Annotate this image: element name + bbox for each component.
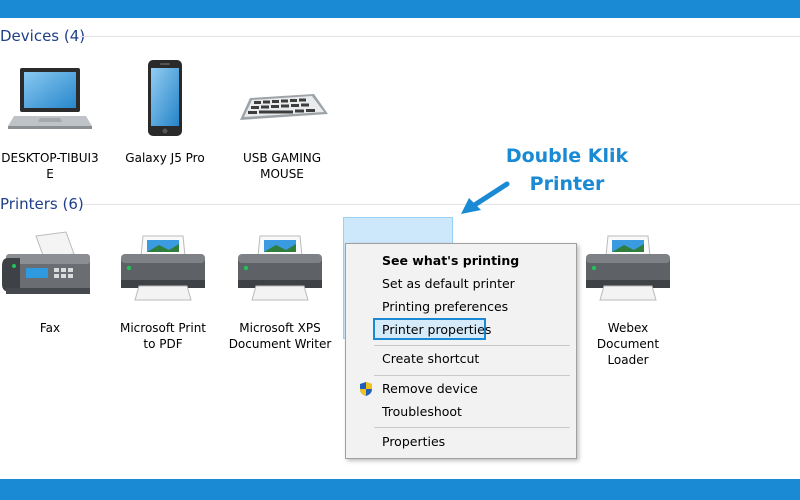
devices-section-header[interactable]: Devices (4) <box>0 22 800 52</box>
printer-label-webex: Webex Document Loader <box>573 320 683 368</box>
printers-header-title: Printers (6) <box>0 195 84 213</box>
callout-arrow-icon <box>461 181 510 214</box>
menu-item-printing-preferences-label: Printing preferences <box>382 299 509 314</box>
printer-icon <box>230 228 330 308</box>
devices-header-rule <box>80 36 800 37</box>
printer-label-ms-print-pdf: Microsoft Print to PDF <box>108 320 218 352</box>
menu-item-create-shortcut-label: Create shortcut <box>382 351 480 366</box>
menu-item-set-default[interactable]: Set as default printer <box>346 273 576 295</box>
printer-label-webex-text: Webex Document Loader <box>596 321 660 367</box>
printers-header-rule <box>83 204 800 205</box>
bottom-accent-band <box>0 479 800 500</box>
callout-line1: Double Klik <box>505 145 629 167</box>
menu-item-remove-device[interactable]: Remove device <box>346 378 576 400</box>
menu-item-create-shortcut[interactable]: Create shortcut <box>346 348 576 370</box>
keyboard-icon <box>232 60 332 140</box>
device-label-desktop: DESKTOP-TIBUI3 E <box>0 150 105 182</box>
menu-item-see-whats-printing-label: See what's printing <box>382 253 520 268</box>
menu-item-printing-preferences[interactable]: Printing preferences <box>346 296 576 318</box>
top-accent-band <box>0 0 800 18</box>
printer-label-fax: Fax <box>0 320 105 336</box>
callout-line2: Printer <box>529 173 605 195</box>
menu-separator <box>374 345 570 346</box>
device-label-usb-mouse-text: USB GAMING MOUSE <box>242 151 322 181</box>
device-label-galaxy: Galaxy J5 Pro <box>110 150 220 166</box>
callout-annotation: Double Klik Printer <box>502 142 632 198</box>
printer-icon <box>578 228 678 308</box>
menu-item-properties[interactable]: Properties <box>346 431 576 453</box>
menu-item-highlight-box <box>373 318 486 340</box>
printer-label-ms-print-pdf-text: Microsoft Print to PDF <box>119 321 207 351</box>
menu-item-see-whats-printing[interactable]: See what's printing <box>346 250 576 272</box>
printer-icon <box>113 228 213 308</box>
menu-item-printer-properties-label: Printer properties <box>382 322 492 337</box>
uac-shield-icon <box>360 382 372 396</box>
menu-item-troubleshoot-label: Troubleshoot <box>382 404 462 419</box>
menu-separator <box>374 375 570 376</box>
menu-item-remove-device-label: Remove device <box>382 381 478 396</box>
menu-separator <box>374 427 570 428</box>
printer-label-ms-xps-text: Microsoft XPS Document Writer <box>228 321 332 351</box>
devices-header-title: Devices (4) <box>0 27 86 45</box>
laptop-icon <box>0 60 100 140</box>
menu-item-set-default-label: Set as default printer <box>382 276 515 291</box>
device-label-usb-mouse: USB GAMING MOUSE <box>227 150 337 182</box>
printer-label-ms-xps: Microsoft XPS Document Writer <box>225 320 335 352</box>
phone-icon <box>115 60 215 140</box>
device-label-desktop-text: DESKTOP-TIBUI3 E <box>1 151 99 181</box>
menu-item-properties-label: Properties <box>382 434 446 449</box>
fax-icon <box>0 228 100 308</box>
menu-item-troubleshoot[interactable]: Troubleshoot <box>346 401 576 423</box>
device-label-galaxy-text: Galaxy J5 Pro <box>125 151 205 165</box>
printer-context-menu: See what's printing Set as default print… <box>345 243 577 459</box>
printers-section-header[interactable]: Printers (6) <box>0 190 800 220</box>
printer-label-fax-text: Fax <box>39 321 61 335</box>
menu-item-printer-properties[interactable]: Printer properties <box>346 318 576 341</box>
